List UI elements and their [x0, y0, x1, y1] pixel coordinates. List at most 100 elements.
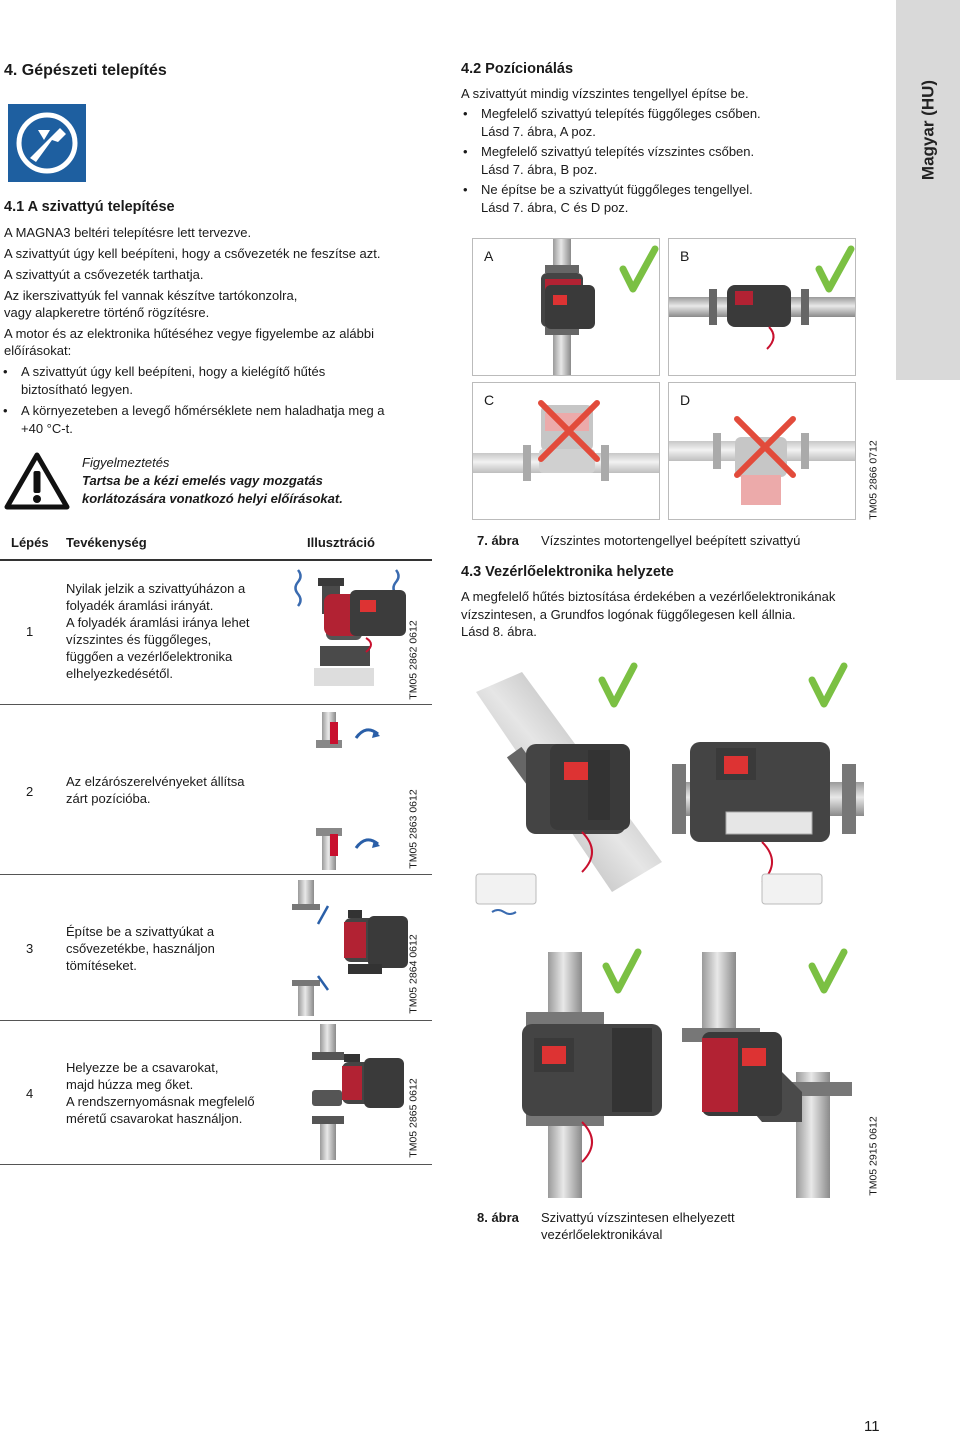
- step-line: A rendszernyomásnak megfelelő: [66, 1094, 255, 1109]
- figure-8-illustration: [475, 662, 864, 1198]
- figure-code: TM05 2864 0612: [407, 934, 420, 1014]
- figure-7-panel-c: C: [472, 382, 660, 520]
- paragraph-line: A megfelelő hűtés biztosítása érdekében …: [461, 589, 836, 604]
- figure-letter: D: [680, 392, 691, 408]
- figure-code: TM05 2863 0612: [407, 789, 420, 869]
- step-description: Helyezze be a csavarokat, majd húzza meg…: [66, 1059, 288, 1127]
- caption-line: Szivattyú vízszintesen elhelyezett: [541, 1210, 735, 1225]
- bullet-line: A környezeteben a levegő hőmérséklete ne…: [21, 403, 385, 418]
- paragraph-line: A MAGNA3 beltéri telepítésre lett tervez…: [4, 225, 252, 240]
- step-line: Az elzárószerelvényeket állítsa: [66, 774, 245, 789]
- language-side-tab: [896, 0, 960, 380]
- figure-7-panel-a: A: [472, 238, 660, 376]
- bullet-line: Lásd 7. ábra, B poz.: [481, 162, 598, 177]
- step-line: folyadék áramlási irányát.: [66, 598, 214, 613]
- bullet-line: Lásd 7. ábra, A poz.: [481, 124, 596, 139]
- warning-line: korlátozására vonatkozó helyi előírásoka…: [82, 491, 343, 506]
- caption-text: Vízszintes motortengellyel beépített szi…: [541, 533, 801, 548]
- step-number: 4: [26, 1086, 34, 1101]
- installation-wrench-icon: [8, 104, 86, 182]
- figure-letter: B: [680, 248, 690, 264]
- bullet-item: • Megfelelő szivattyú telepítés függőleg…: [460, 105, 761, 141]
- paragraph-line: vagy alapkeretre történő rögzítésre.: [4, 305, 210, 320]
- table-header-activity: Tevékenység: [66, 535, 147, 550]
- step-line: Helyezze be a csavarokat,: [66, 1060, 219, 1075]
- step-description: Építse be a szivattyúkat a csővezetékbe,…: [66, 923, 288, 974]
- figure-7-caption: 7. ábra Vízszintes motortengellyel beépít…: [477, 532, 800, 549]
- figure-7-panel-b: B: [668, 238, 856, 376]
- figure-letter: A: [484, 248, 494, 264]
- figure-code: TM05 2862 0612: [407, 620, 420, 700]
- step-line: függően a vezérlőelektronika: [66, 649, 233, 664]
- subsection-title-controller: 4.3 Vezérlőelektronika helyzete: [461, 564, 674, 580]
- bullet-item: • A szivattyút úgy kell beépíteni, hogy …: [0, 363, 325, 399]
- bullet-item: • Ne építse be a szivattyút függőleges t…: [460, 181, 753, 217]
- step-line: méretű csavarokat használjon.: [66, 1111, 243, 1126]
- subsection-title-positioning: 4.2 Pozícionálás: [461, 61, 574, 77]
- step-line: elhelyezkedésétől.: [66, 666, 173, 681]
- figure-8-caption: 8. ábra Szivattyú vízszintesen elhelyeze…: [477, 1209, 735, 1243]
- bullet-line: A szivattyút úgy kell beépíteni, hogy a …: [21, 364, 326, 379]
- section-title: 4. Gépészeti telepítés: [4, 62, 167, 79]
- table-divider: [0, 1164, 432, 1165]
- paragraph-line: vízszintesen, a Grundfos logónak függőle…: [461, 607, 796, 622]
- bullet-line: Megfelelő szivattyú telepítés vízszintes…: [481, 144, 755, 159]
- bullet-dot: •: [463, 106, 468, 121]
- figure-code: TM05 2866 0712: [867, 440, 880, 520]
- figure-code: TM05 2915 0612: [867, 1116, 880, 1196]
- bullet-line: Lásd 7. ábra, C és D poz.: [481, 200, 629, 215]
- step-line: Nyilak jelzik a szivattyúházon a: [66, 581, 246, 596]
- bullet-dot: •: [463, 144, 468, 159]
- step-number: 3: [26, 941, 34, 956]
- caption-number: 8. ábra: [477, 1210, 519, 1225]
- step-line: majd húzza meg őket.: [66, 1077, 194, 1092]
- step-description: Az elzárószerelvényeket állítsa zárt poz…: [66, 773, 288, 807]
- positioning-intro: A szivattyút mindig vízszintes tengellye…: [461, 86, 749, 101]
- warning-line: Tartsa be a kézi emelés vagy mozgatás: [82, 473, 323, 488]
- paragraph-line: A motor és az elektronika hűtéséhez vegy…: [4, 326, 374, 341]
- bullet-dot: •: [463, 182, 468, 197]
- warning-box: Figyelmeztetés Tartsa be a kézi emelés v…: [82, 454, 343, 508]
- figure-letter: C: [484, 392, 495, 408]
- subsection-title-installation: 4.1 A szivattyú telepítése: [4, 199, 175, 215]
- step-line: zárt pozícióba.: [66, 791, 151, 806]
- step-line: csővezetékbe, használjon: [66, 941, 215, 956]
- step-description: Nyilak jelzik a szivattyúházon a folyadé…: [66, 580, 288, 682]
- paragraph-line: Lásd 8. ábra.: [461, 624, 537, 639]
- step-line: Építse be a szivattyúkat a: [66, 924, 215, 939]
- bullet-line: Ne építse be a szivattyút függőleges ten…: [481, 182, 753, 197]
- bullet-dot: •: [3, 403, 8, 418]
- bullet-item: • A környezeteben a levegő hőmérséklete …: [0, 402, 385, 438]
- step-line: vízszintes és függőleges,: [66, 632, 212, 647]
- step-number: 2: [26, 784, 34, 799]
- figure-7-panel-d: D: [668, 382, 856, 520]
- step-number: 1: [26, 624, 34, 639]
- paragraph-line: előírásokat:: [4, 343, 72, 358]
- table-divider: [0, 704, 432, 705]
- bullet-line: biztosítható legyen.: [21, 382, 134, 397]
- table-divider: [0, 1020, 432, 1021]
- warning-triangle-icon: [4, 452, 70, 510]
- paragraph-line: A szivattyút a csővezeték tarthatja.: [4, 267, 204, 282]
- bullet-line: +40 °C-t.: [21, 421, 73, 436]
- warning-title: Figyelmeztetés: [82, 455, 170, 470]
- caption-number: 7. ábra: [477, 533, 519, 548]
- table-header-step: Lépés: [11, 535, 49, 550]
- paragraph-line: Az ikerszivattyúk fel vannak készítve ta…: [4, 288, 298, 303]
- bullet-line: Megfelelő szivattyú telepítés függőleges…: [481, 106, 761, 121]
- incorrect-cross-icon: [734, 416, 796, 478]
- step-1-illustration: [294, 569, 406, 686]
- table-divider: [0, 559, 432, 561]
- figure-code: TM05 2865 0612: [407, 1078, 420, 1158]
- step-2-illustration: [316, 712, 380, 870]
- page-number: 11: [864, 1418, 880, 1435]
- step-4-illustration: [312, 1024, 404, 1160]
- bullet-item: • Megfelelő szivattyú telepítés vízszint…: [460, 143, 754, 179]
- incorrect-cross-icon: [538, 400, 600, 462]
- caption-line: vezérlőelektronikával: [541, 1227, 663, 1242]
- step-3-illustration: [292, 880, 408, 1016]
- bullet-dot: •: [3, 364, 8, 379]
- step-line: A folyadék áramlási iránya lehet: [66, 615, 250, 630]
- language-label: Magyar (HU): [918, 79, 938, 181]
- table-header-illustration: Illusztráció: [307, 535, 375, 550]
